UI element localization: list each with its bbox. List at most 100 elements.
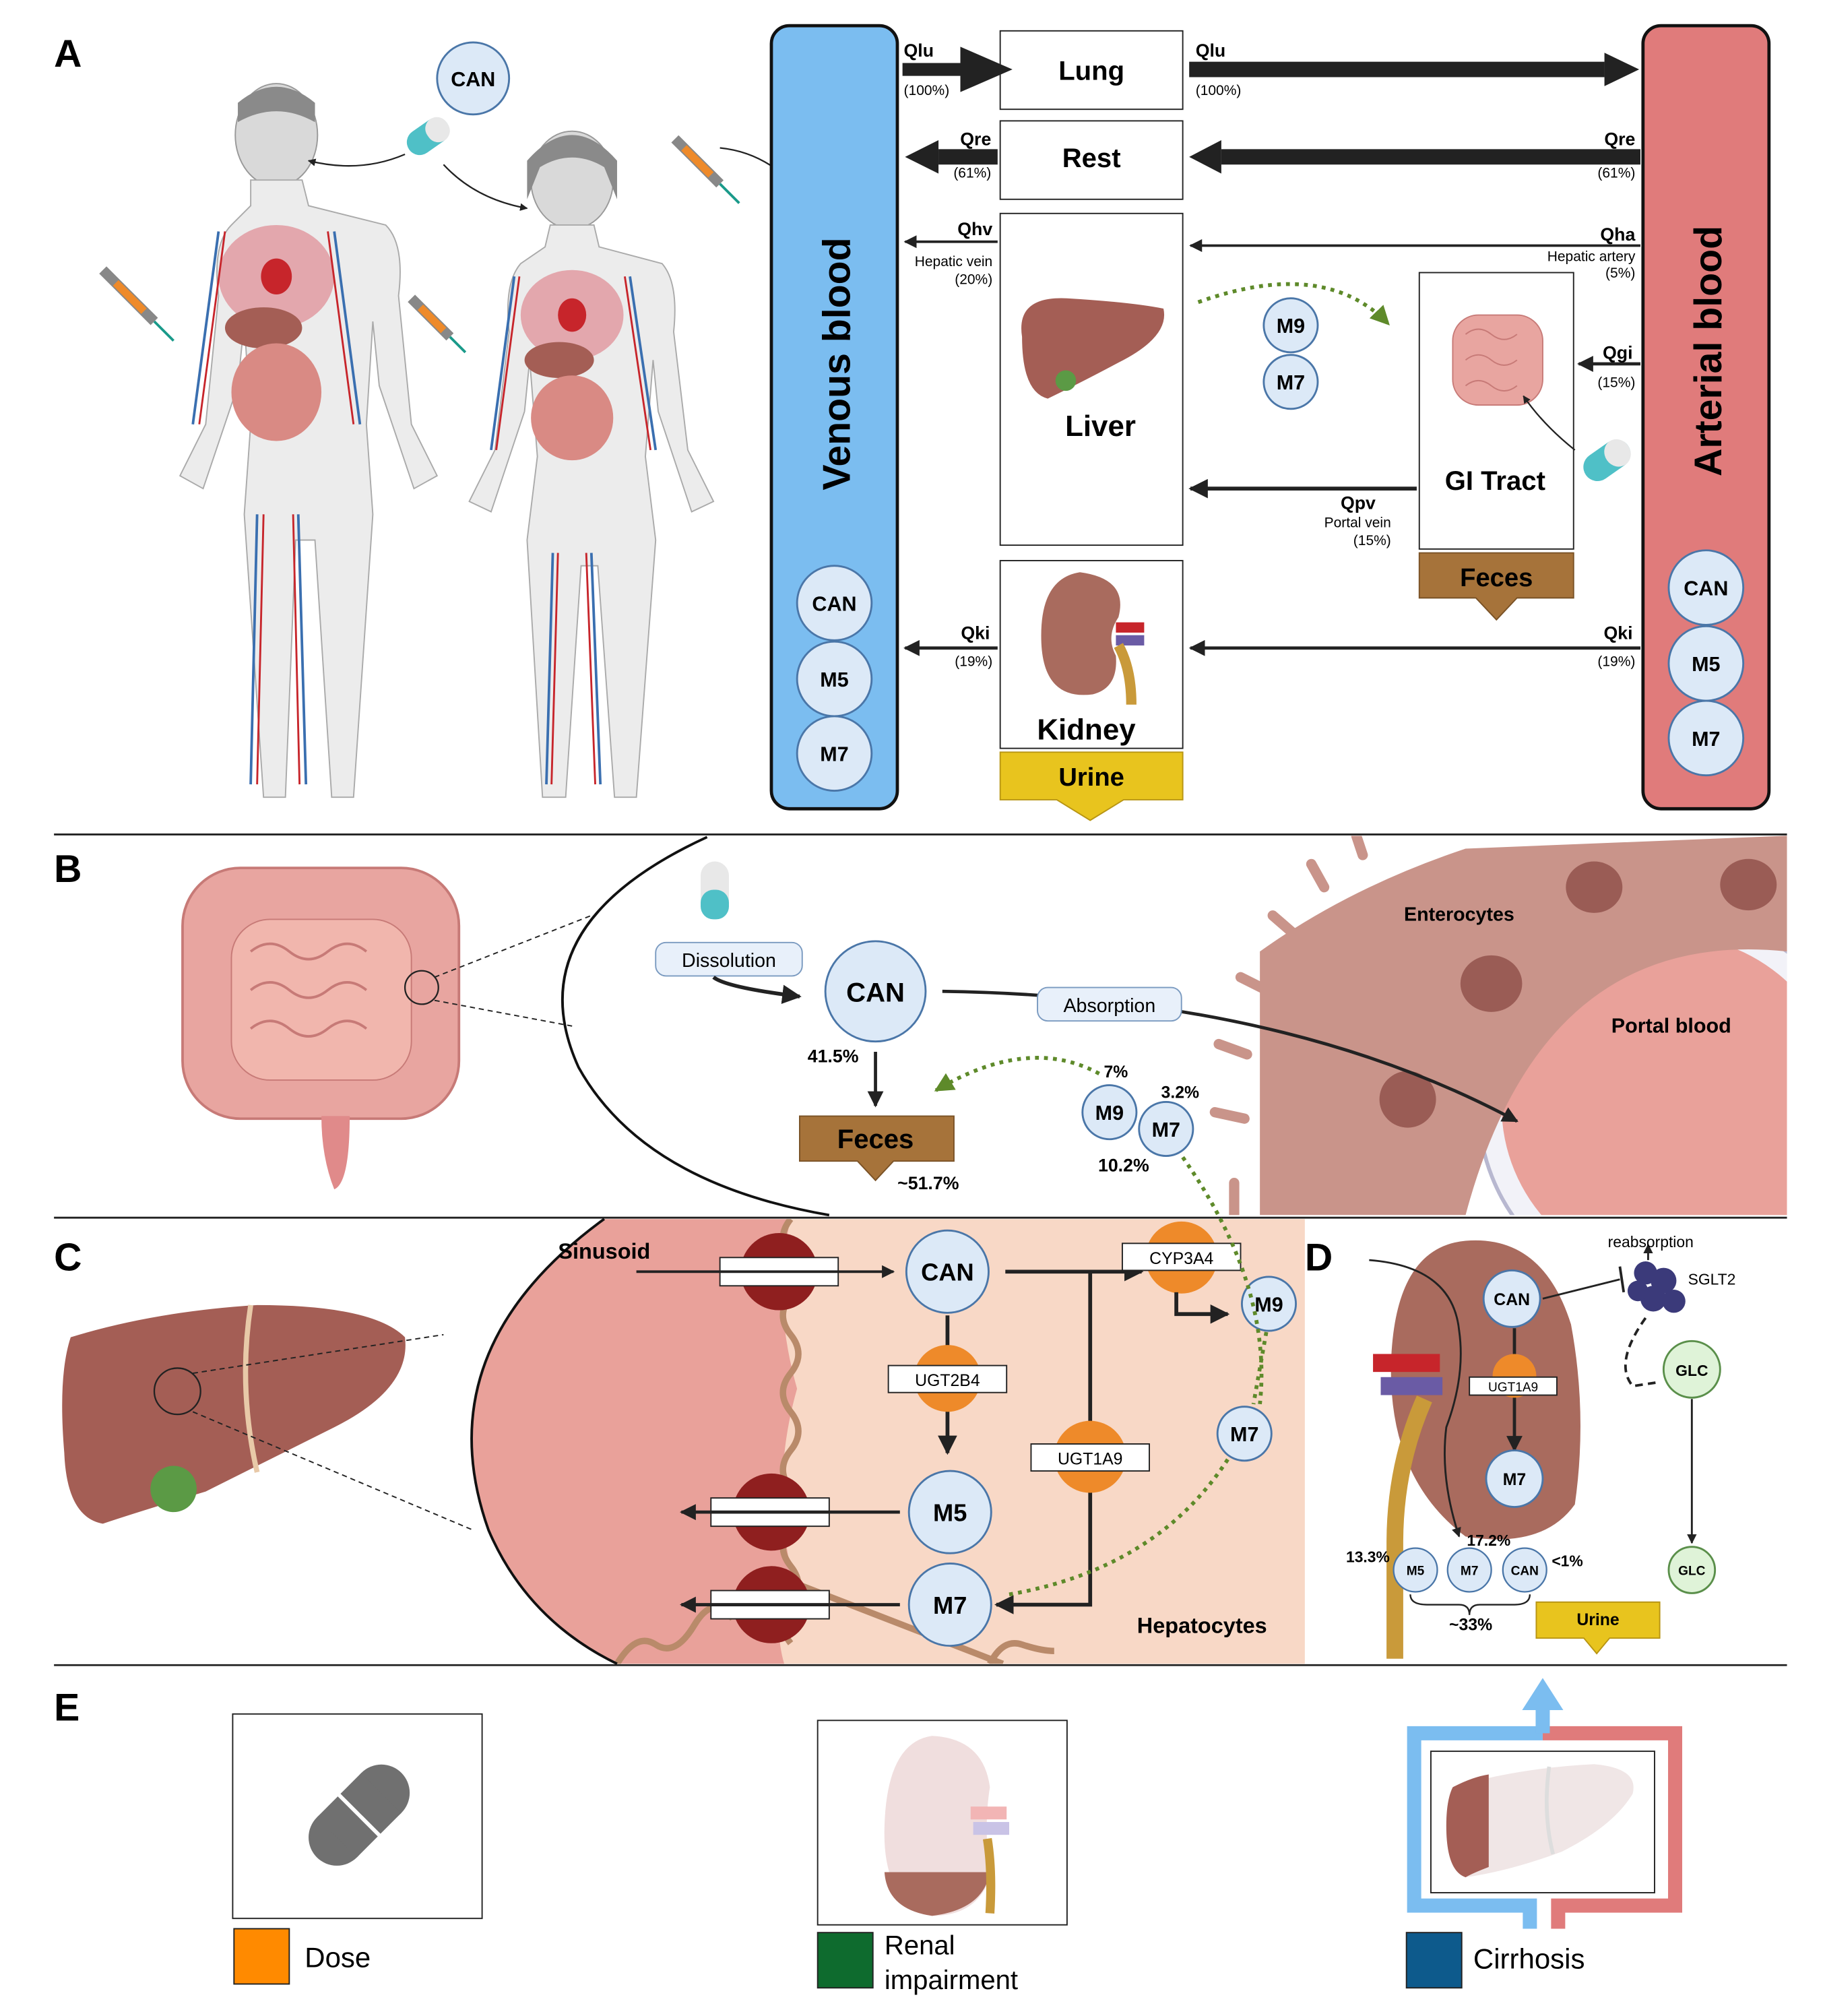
- pill-icon: [309, 1764, 410, 1866]
- urinary-species: M5 M7 CAN: [1393, 1547, 1547, 1593]
- ugt1a9-label-c: UGT1A9: [1058, 1451, 1122, 1469]
- m9-label-c: M9: [1254, 1293, 1283, 1316]
- absorption-box: [1037, 986, 1182, 1022]
- capsule-icon: [1583, 439, 1631, 482]
- arterial-blood-compartment: [1641, 24, 1771, 811]
- syringe-icon: [408, 294, 467, 354]
- panel-label-a: A: [54, 32, 82, 75]
- qlu-label-1: Qlu: [904, 40, 934, 61]
- m7-label-d: M7: [1503, 1471, 1526, 1489]
- arterial-blood-label: Arterial blood: [1687, 226, 1730, 476]
- liver-label: Liver: [1065, 410, 1136, 443]
- hepatocytes-label: Hepatocytes: [1137, 1614, 1267, 1638]
- qre-pct-1: (61%): [953, 165, 991, 181]
- cirrhosis-label: Cirrhosis: [1473, 1943, 1585, 1975]
- qpv-label: Qpv: [1341, 493, 1376, 513]
- gi-tract-label: GI Tract: [1445, 466, 1545, 496]
- feces-label-a: Feces: [1460, 563, 1533, 592]
- arterial-can: CAN: [1684, 577, 1728, 600]
- m5-label-c: M5: [933, 1499, 967, 1527]
- arterial-m5: M5: [1692, 653, 1720, 676]
- dose-color-swatch: [233, 1928, 290, 1985]
- arterial-species: CAN M5 M7: [1667, 549, 1745, 777]
- qre-pct-2: (61%): [1597, 165, 1635, 181]
- cyp3a4-label: CYP3A4: [1149, 1250, 1213, 1268]
- cirrhosis-blood-flow: [1407, 1678, 1683, 1929]
- can-label-d: CAN: [1494, 1291, 1530, 1309]
- rest-label: Rest: [1062, 144, 1121, 173]
- intestine-large-illustration: [181, 867, 461, 1190]
- kidney-faded-illustration: [884, 1736, 1010, 1916]
- flow-labels: Qlu (100%) Qlu (100%) Qre (61%) Qre (61%…: [904, 40, 1636, 670]
- pct-m7-b2: 10.2%: [1098, 1155, 1149, 1175]
- sglt2-label: SGLT2: [1688, 1270, 1736, 1288]
- liver-faded-illustration: [1446, 1764, 1634, 1878]
- flow-arrows: [902, 46, 1640, 656]
- kidney-label: Kidney: [1037, 713, 1136, 746]
- feces-box-a: [1418, 552, 1574, 621]
- urine-box-a: [999, 751, 1184, 821]
- m7-label-c2: M7: [1230, 1423, 1258, 1446]
- m7-label-d2: M7: [1461, 1565, 1479, 1579]
- can-circle-a: [436, 41, 511, 116]
- ugt1a9-label-d: UGT1A9: [1488, 1381, 1538, 1395]
- venous-m7: M7: [820, 743, 848, 766]
- panel-label-e: E: [54, 1686, 79, 1729]
- m9-circle-b: [1081, 1084, 1138, 1141]
- qre-label-2: Qre: [1604, 129, 1635, 150]
- pct-can-d: <1%: [1552, 1552, 1582, 1569]
- m9-label-b: M9: [1095, 1102, 1124, 1125]
- absorption-label: Absorption: [1063, 995, 1155, 1017]
- m7-label-b: M7: [1152, 1119, 1180, 1141]
- panel-label-d: D: [1305, 1236, 1333, 1279]
- can-circle-c: [905, 1229, 990, 1314]
- qha-label: Qha: [1600, 224, 1636, 245]
- can-label-d2: CAN: [1511, 1565, 1539, 1579]
- venous-can: CAN: [812, 592, 856, 615]
- m7-label-c: M7: [933, 1592, 967, 1619]
- urine-label-a: Urine: [1058, 763, 1124, 792]
- m7-circle-c2: [1216, 1406, 1273, 1462]
- pct-m5-d: 13.3%: [1346, 1548, 1390, 1566]
- m7-circle-c: [907, 1563, 992, 1647]
- qki-label-1: Qki: [961, 623, 990, 643]
- pct-total-feces: ~51.7%: [897, 1173, 959, 1193]
- liver-lobule: [472, 1219, 1305, 1664]
- feces-box-b: [799, 1115, 955, 1182]
- qha-pct: (5%): [1605, 265, 1635, 281]
- renal-color-swatch: [817, 1932, 874, 1989]
- liver-box: [999, 212, 1184, 546]
- pct-can-feces: 41.5%: [808, 1046, 859, 1066]
- kidney-illustration: [1041, 572, 1145, 705]
- qha-name: Hepatic artery: [1547, 249, 1636, 264]
- qhv-label: Qhv: [957, 219, 992, 239]
- female-body-illustration: [468, 130, 715, 798]
- qhv-name: Hepatic vein: [915, 254, 992, 270]
- m9-label-a: M9: [1277, 315, 1305, 338]
- gi-tract-box: [1418, 272, 1574, 550]
- portal-blood-label: Portal blood: [1611, 1014, 1731, 1037]
- capsule-icon: [406, 117, 450, 156]
- syringe-icon: [671, 135, 740, 204]
- lumen-boundary: [561, 836, 830, 1217]
- lung-box: [999, 30, 1184, 111]
- panel-label-b: B: [54, 848, 82, 891]
- can-label-c: CAN: [921, 1259, 974, 1286]
- m5-circle-c: [907, 1470, 992, 1554]
- cirrhosis-color-swatch: [1405, 1932, 1463, 1989]
- renal-label: Renal: [885, 1931, 955, 1961]
- can-label-a: CAN: [451, 68, 495, 91]
- venous-species: CAN M5 M7: [796, 565, 873, 792]
- renal-label-2: impairment: [885, 1965, 1018, 1995]
- qgi-pct: (15%): [1597, 375, 1635, 390]
- feces-label-b: Feces: [837, 1125, 914, 1154]
- pct-total-d: ~33%: [1449, 1616, 1492, 1635]
- glc-label-2: GLC: [1678, 1565, 1705, 1579]
- qki-label-2: Qki: [1603, 623, 1632, 643]
- capsule-icon: [701, 861, 730, 920]
- can-circle-b: [824, 940, 927, 1043]
- qre-label-1: Qre: [960, 129, 991, 150]
- glc-circle-2: [1667, 1546, 1717, 1594]
